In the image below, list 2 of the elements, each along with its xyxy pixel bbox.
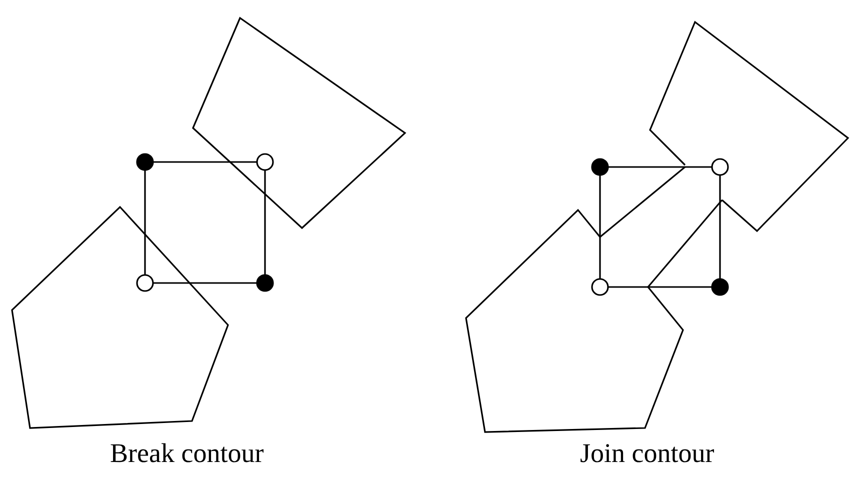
caption: Break contour <box>110 438 264 469</box>
caption: Join contour <box>580 438 714 469</box>
